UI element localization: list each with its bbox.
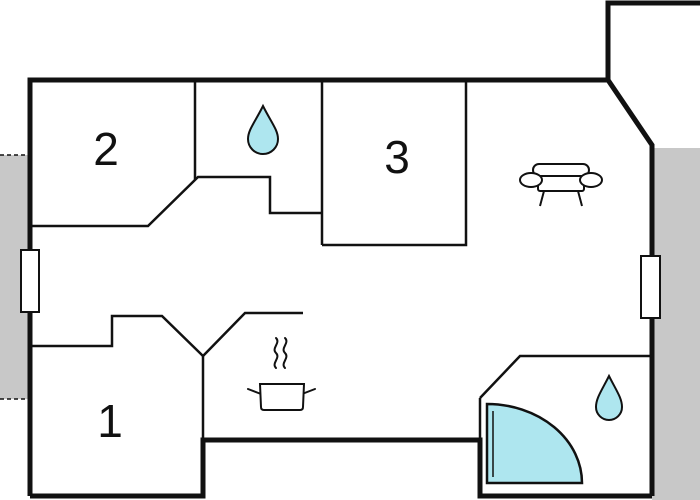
window-left — [20, 249, 40, 313]
shower-quarter-circle-icon — [485, 402, 584, 485]
water-drop-icon — [594, 373, 624, 421]
exterior-walls — [27, 0, 700, 499]
neighbor-areas — [0, 148, 700, 500]
sofa-icon — [519, 163, 603, 207]
window-right — [640, 255, 661, 319]
windows — [20, 249, 661, 319]
room-number-3: 3 — [384, 131, 410, 183]
water-drop-icon — [246, 103, 280, 155]
cooking-pot-icon — [247, 337, 316, 411]
neighbor-area-right — [652, 148, 700, 500]
interior-walls — [30, 80, 652, 440]
room-number-1: 1 — [97, 395, 123, 447]
room-number-2: 2 — [93, 123, 119, 175]
